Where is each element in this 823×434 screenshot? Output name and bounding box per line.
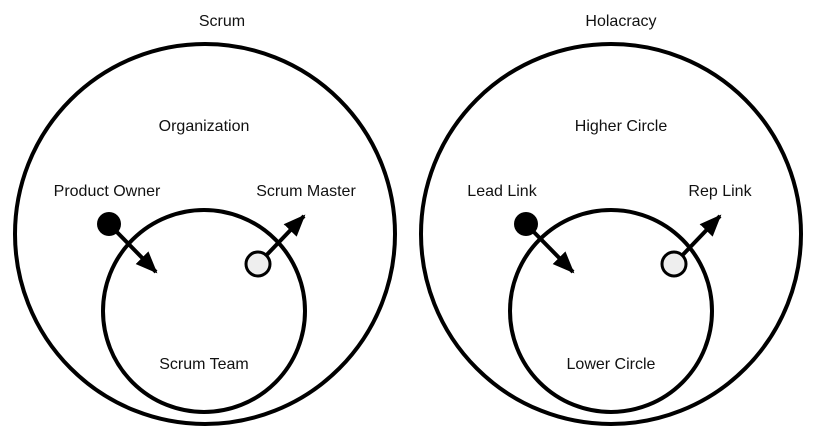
- holacracy-title: Holacracy: [585, 13, 656, 30]
- scrum-diagram: Scrum Organization Product Owner Scrum M…: [13, 13, 397, 426]
- scrum-master-label: Scrum Master: [256, 183, 356, 200]
- holacracy-diagram: Holacracy Higher Circle Lead Link Rep Li…: [419, 13, 803, 426]
- scrum-team-circle: [101, 208, 307, 414]
- product-owner-label: Product Owner: [54, 183, 161, 200]
- lower-circle: [508, 208, 714, 414]
- organization-label: Organization: [159, 118, 250, 135]
- rep-link-dot: [660, 250, 688, 278]
- lead-link-dot: [514, 212, 538, 236]
- scrum-title: Scrum: [199, 13, 245, 30]
- higher-circle-label: Higher Circle: [575, 118, 668, 135]
- rep-link-label: Rep Link: [688, 183, 752, 200]
- organization-circle: [13, 42, 397, 426]
- scrum-master-dot: [244, 250, 272, 278]
- higher-circle: [419, 42, 803, 426]
- lead-link-label: Lead Link: [467, 183, 537, 200]
- scrum-team-label: Scrum Team: [159, 356, 249, 373]
- lower-circle-label: Lower Circle: [567, 356, 656, 373]
- product-owner-dot: [97, 212, 121, 236]
